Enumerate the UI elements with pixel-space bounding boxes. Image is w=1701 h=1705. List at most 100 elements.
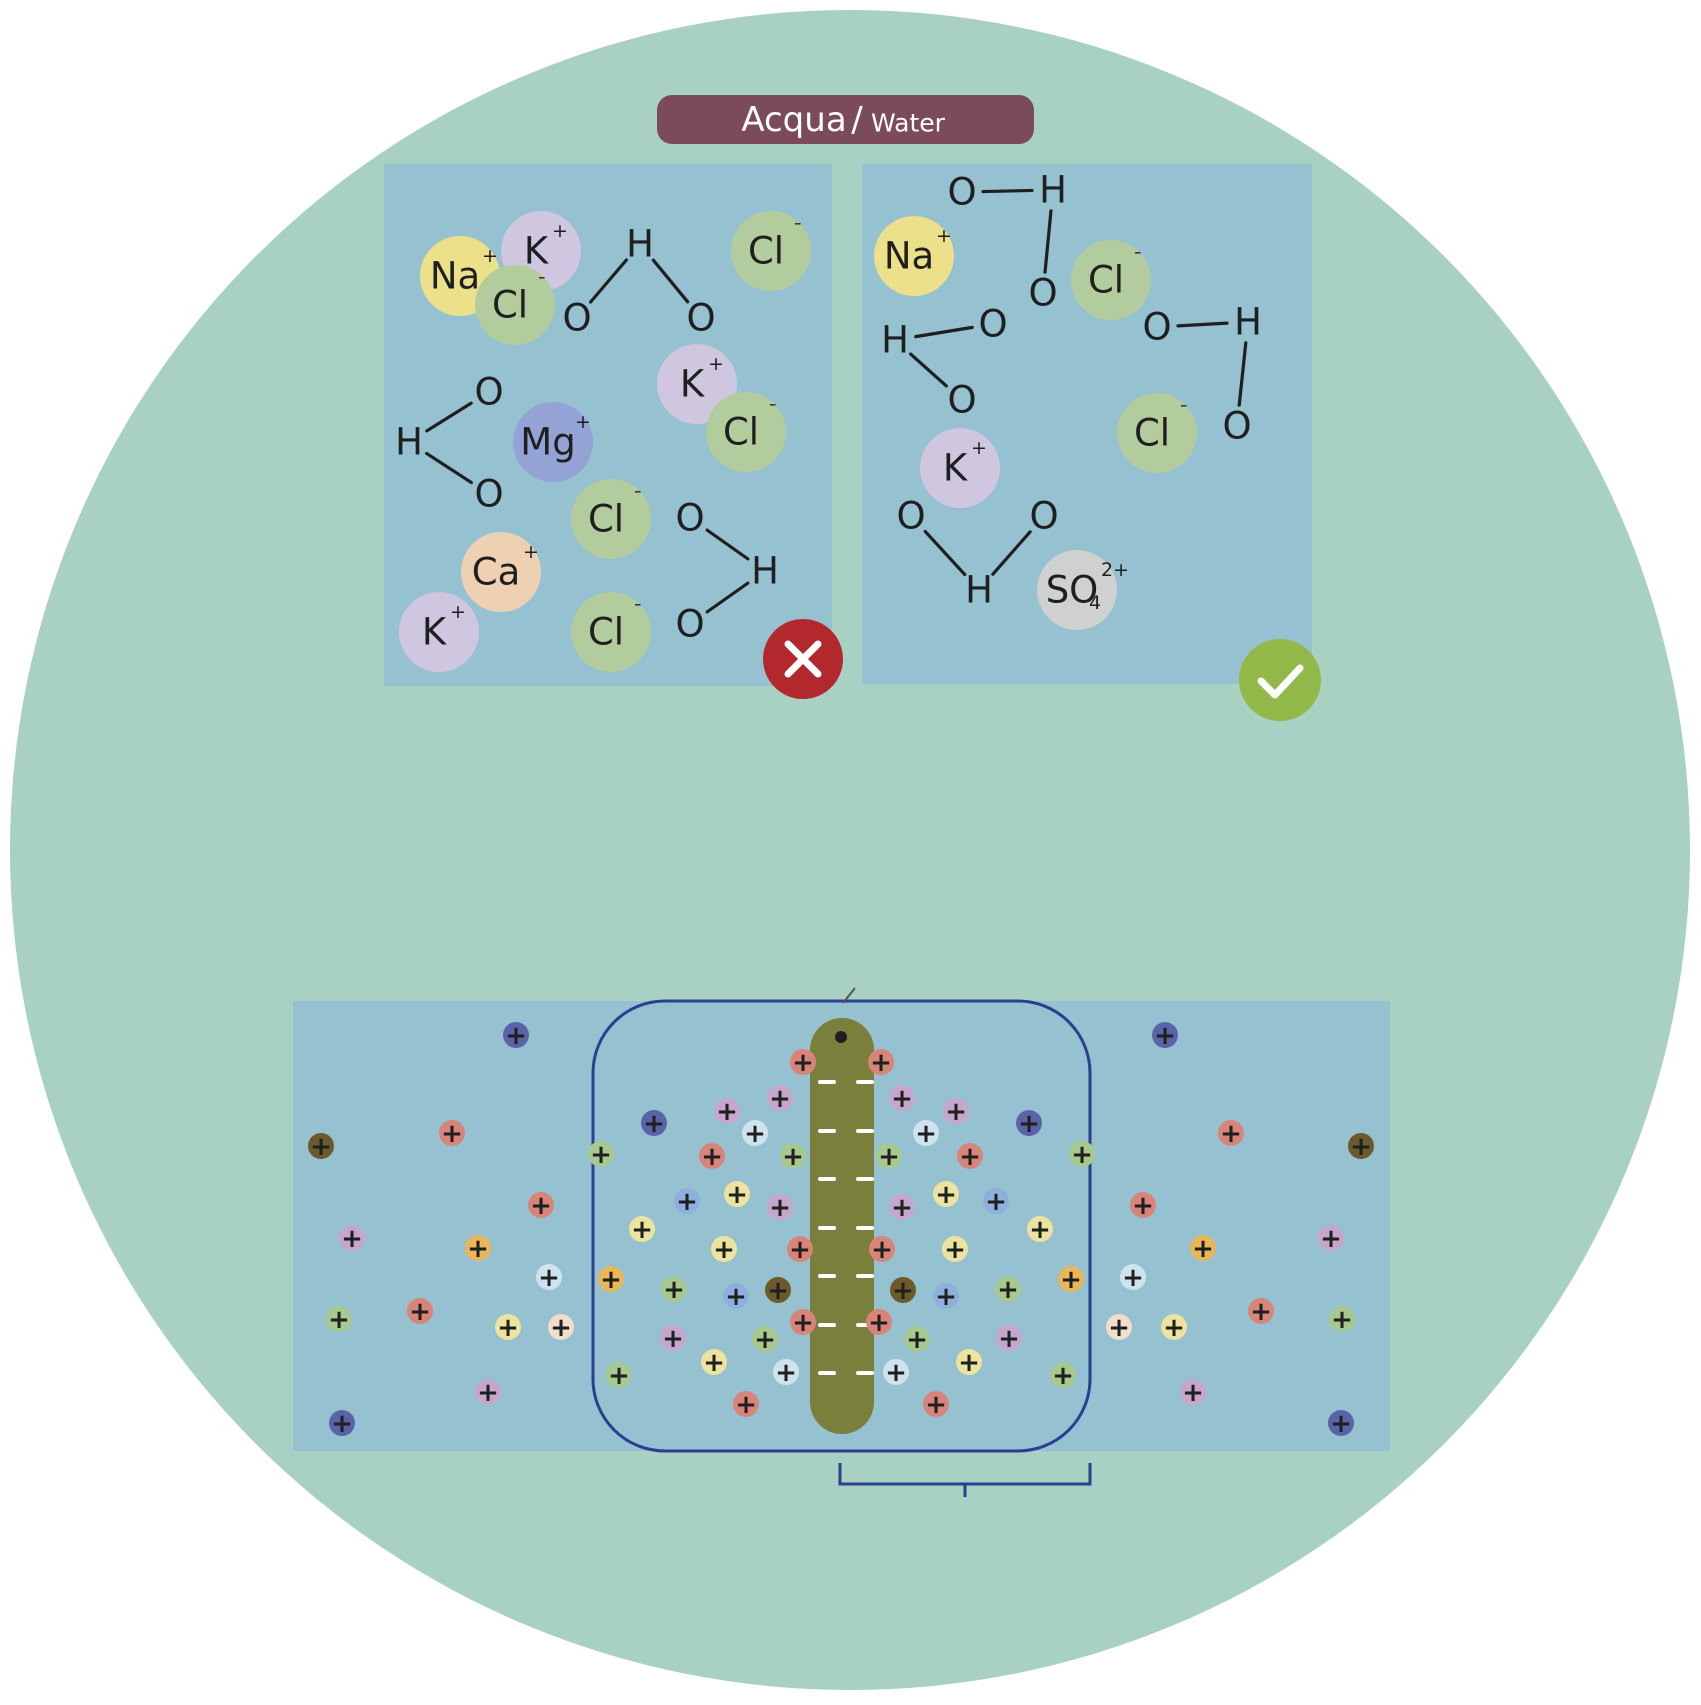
cation: + bbox=[876, 1142, 902, 1172]
cation-sign: + bbox=[935, 1282, 957, 1312]
cation-circle bbox=[1329, 1306, 1355, 1332]
cation-sign: + bbox=[985, 1187, 1007, 1217]
cation-sign: + bbox=[1029, 1215, 1051, 1245]
cation-sign: + bbox=[409, 1297, 431, 1327]
ion-charge: + bbox=[552, 220, 568, 242]
title-separator: / bbox=[851, 100, 863, 140]
cation: + bbox=[641, 1109, 667, 1139]
cation: + bbox=[933, 1282, 959, 1312]
cation-circle bbox=[790, 1309, 816, 1335]
ion-k: K+ bbox=[399, 592, 479, 672]
cation-sign: + bbox=[1108, 1313, 1130, 1343]
cation-circle bbox=[1120, 1264, 1146, 1290]
cation-circle bbox=[1318, 1225, 1344, 1251]
cation-sign: + bbox=[1182, 1378, 1204, 1408]
ion-circle bbox=[399, 592, 479, 672]
cation: + bbox=[326, 1305, 352, 1335]
cation: + bbox=[933, 1180, 959, 1210]
cation-circle bbox=[1248, 1298, 1274, 1324]
ion-cl: Cl¯ bbox=[475, 265, 555, 345]
hydrogen-atom-label: H bbox=[395, 421, 423, 464]
cation-circle bbox=[606, 1362, 632, 1388]
cation: + bbox=[956, 1348, 982, 1378]
cation-sign: + bbox=[1122, 1263, 1144, 1293]
ion-symbol: Cl bbox=[492, 284, 528, 327]
ion-symbol: K bbox=[680, 363, 706, 406]
cation-circle bbox=[1180, 1379, 1206, 1405]
ion-cl: Cl¯ bbox=[706, 392, 786, 472]
cation-sign: + bbox=[915, 1119, 937, 1149]
oxygen-atom-label: O bbox=[474, 371, 503, 414]
ion-cl: Cl¯ bbox=[571, 479, 651, 559]
cation-circle bbox=[407, 1298, 433, 1324]
cation-circle bbox=[660, 1325, 686, 1351]
ion-circle bbox=[731, 211, 811, 291]
cation-sign: + bbox=[1052, 1361, 1074, 1391]
ion-circle bbox=[513, 402, 593, 482]
cation: + bbox=[957, 1142, 983, 1172]
ion-charge: + bbox=[971, 437, 987, 459]
cation-circle bbox=[661, 1276, 687, 1302]
cation-sign: + bbox=[676, 1187, 698, 1217]
title-main: Acqua bbox=[741, 100, 846, 140]
covalent-bond bbox=[651, 258, 690, 304]
ion-charge: + bbox=[575, 411, 591, 433]
cation: + bbox=[765, 1276, 791, 1306]
cation-sign: + bbox=[1071, 1140, 1093, 1170]
cation-circle bbox=[1058, 1266, 1084, 1292]
ion-circle bbox=[571, 592, 651, 672]
cation-sign: + bbox=[754, 1325, 776, 1355]
ion-charge: + bbox=[482, 245, 498, 267]
cation-sign: + bbox=[792, 1048, 814, 1078]
ion-symbol: Cl bbox=[748, 230, 784, 273]
cation: + bbox=[996, 1324, 1022, 1354]
cation-circle bbox=[767, 1085, 793, 1111]
cation: + bbox=[866, 1308, 892, 1338]
ion-circle bbox=[571, 479, 651, 559]
cation: + bbox=[1180, 1378, 1206, 1408]
cation: + bbox=[308, 1132, 334, 1162]
oxygen-atom-label: O bbox=[1222, 405, 1251, 448]
hydrogen-atom-label: H bbox=[751, 550, 779, 593]
cation-sign: + bbox=[885, 1358, 907, 1388]
ion-symbol: Ca bbox=[472, 551, 521, 594]
ion-circle bbox=[461, 532, 541, 612]
ion-circle bbox=[657, 344, 737, 424]
covalent-bond bbox=[981, 188, 1034, 194]
cation-sign: + bbox=[944, 1235, 966, 1265]
ion-symbol: Cl bbox=[723, 411, 759, 454]
cation-sign: + bbox=[1132, 1191, 1154, 1221]
cation-circle bbox=[714, 1098, 740, 1124]
hydrogen-atom-label: H bbox=[965, 569, 993, 612]
cation-sign: + bbox=[441, 1119, 463, 1149]
cation-sign: + bbox=[538, 1263, 560, 1293]
cation: + bbox=[1016, 1109, 1042, 1139]
cation-circle bbox=[889, 1194, 915, 1220]
cation-sign: + bbox=[1330, 1409, 1352, 1439]
cation: + bbox=[913, 1119, 939, 1149]
oxygen-atom-label: O bbox=[1029, 495, 1058, 538]
ion-charge: + bbox=[708, 353, 724, 375]
cation-sign: + bbox=[871, 1235, 893, 1265]
electrode-lead bbox=[842, 987, 856, 1004]
cation-sign: + bbox=[530, 1191, 552, 1221]
cation-sign: + bbox=[550, 1313, 572, 1343]
cation-circle bbox=[1218, 1120, 1244, 1146]
cation: + bbox=[598, 1265, 624, 1295]
cation: + bbox=[1329, 1305, 1355, 1335]
cation: + bbox=[528, 1191, 554, 1221]
title-bar-background bbox=[657, 95, 1034, 144]
cation-sign: + bbox=[701, 1142, 723, 1172]
cation-sign: + bbox=[744, 1119, 766, 1149]
title-sub: Water bbox=[871, 109, 946, 138]
cation: + bbox=[742, 1119, 768, 1149]
cation-circle bbox=[995, 1276, 1021, 1302]
cation-circle bbox=[588, 1141, 614, 1167]
cation-circle bbox=[439, 1120, 465, 1146]
cation-circle bbox=[1348, 1133, 1374, 1159]
cation: + bbox=[1318, 1224, 1344, 1254]
accept-icon bbox=[1239, 639, 1321, 721]
ion-charge: ¯ bbox=[633, 601, 643, 623]
cation-sign: + bbox=[1250, 1297, 1272, 1327]
